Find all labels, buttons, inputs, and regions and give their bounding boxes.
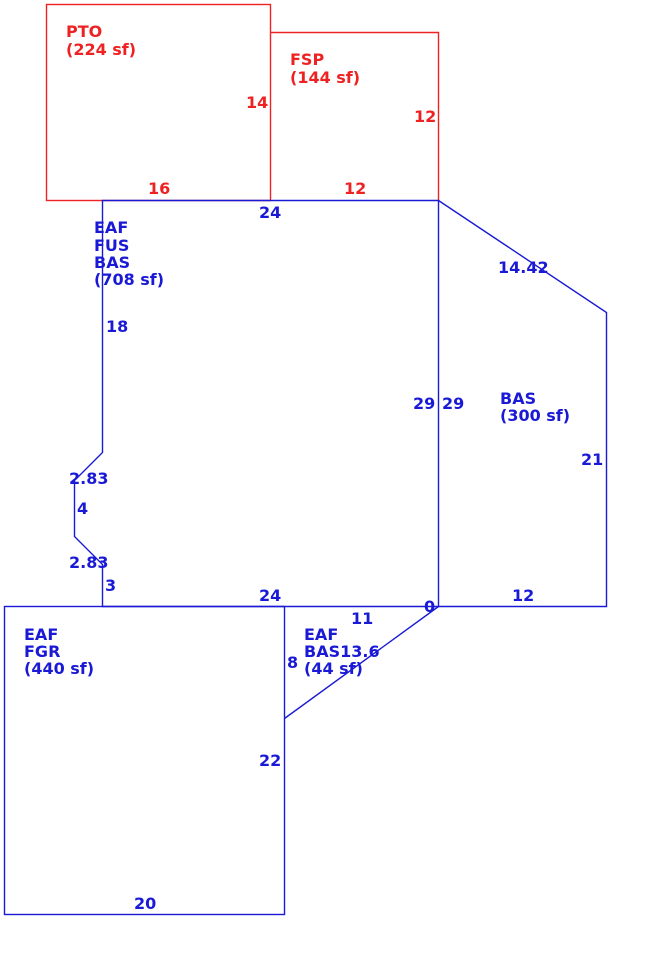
fgr-label-area: (440 sf) xyxy=(24,659,94,678)
pto-area: PTO (224 sf) 14 16 xyxy=(45,3,272,202)
fsp-dim-bottom: 12 xyxy=(344,179,366,198)
bas-dim-bottom: 12 xyxy=(512,586,534,605)
small-dim-zero: 0 xyxy=(424,597,435,616)
small-bas-label-sub: BAS13.6 xyxy=(304,642,380,661)
notch-dim-lower: 2.83 xyxy=(69,553,108,572)
bas-label-code: BAS xyxy=(500,389,536,408)
notch-dim-upper: 2.83 xyxy=(69,469,108,488)
bas-outline xyxy=(438,199,608,608)
bas-dim-diag: 14.42 xyxy=(498,258,549,277)
pto-label-code: PTO xyxy=(66,22,102,41)
fgr-area: EAF FGR (440 sf) 22 20 xyxy=(3,605,286,916)
fgr-dim-bottom: 20 xyxy=(134,894,156,913)
main-dim-left: 18 xyxy=(106,317,128,336)
small-bas-label-area: (44 sf) xyxy=(304,659,363,678)
main-label-line2: FUS xyxy=(94,236,129,255)
fgr-label-line2: FGR xyxy=(24,642,60,661)
main-dim-right: 29 xyxy=(413,394,435,413)
fgr-outline xyxy=(3,605,286,916)
main-area: EAF FUS BAS (708 sf) 24 18 29 24 2.83 4 … xyxy=(69,199,440,608)
small-bas-outline xyxy=(284,605,439,720)
pto-dim-right: 14 xyxy=(246,93,268,112)
small-bas-area: EAF BAS13.6 (44 sf) 0 11 8 xyxy=(284,597,439,720)
main-dim-bottom: 24 xyxy=(259,586,281,605)
main-dim-top: 24 xyxy=(259,203,281,222)
small-bas-label-code: EAF xyxy=(304,625,338,644)
main-outline xyxy=(73,199,440,608)
fsp-outline xyxy=(270,31,440,201)
fsp-dim-right: 12 xyxy=(414,107,436,126)
bas-area: BAS (300 sf) 29 14.42 21 12 xyxy=(438,199,608,608)
pto-label-area: (224 sf) xyxy=(66,40,136,59)
small-dim-left: 8 xyxy=(287,653,298,672)
bas-dim-right: 21 xyxy=(581,450,603,469)
fsp-area: FSP (144 sf) 12 12 xyxy=(270,31,440,201)
fgr-dim-right: 22 xyxy=(259,751,281,770)
fgr-label-line1: EAF xyxy=(24,625,58,644)
fsp-label-code: FSP xyxy=(290,50,324,69)
notch-dim-bottom: 3 xyxy=(105,576,116,595)
bas-dim-left: 29 xyxy=(442,394,464,413)
notch-dim-mid: 4 xyxy=(77,499,88,518)
main-label-line1: EAF xyxy=(94,218,128,237)
small-dim-diag: 11 xyxy=(351,609,373,628)
fsp-label-area: (144 sf) xyxy=(290,68,360,87)
main-label-area: (708 sf) xyxy=(94,270,164,289)
main-label-line3: BAS xyxy=(94,253,130,272)
pto-dim-bottom: 16 xyxy=(148,179,170,198)
bas-label-area: (300 sf) xyxy=(500,406,570,425)
